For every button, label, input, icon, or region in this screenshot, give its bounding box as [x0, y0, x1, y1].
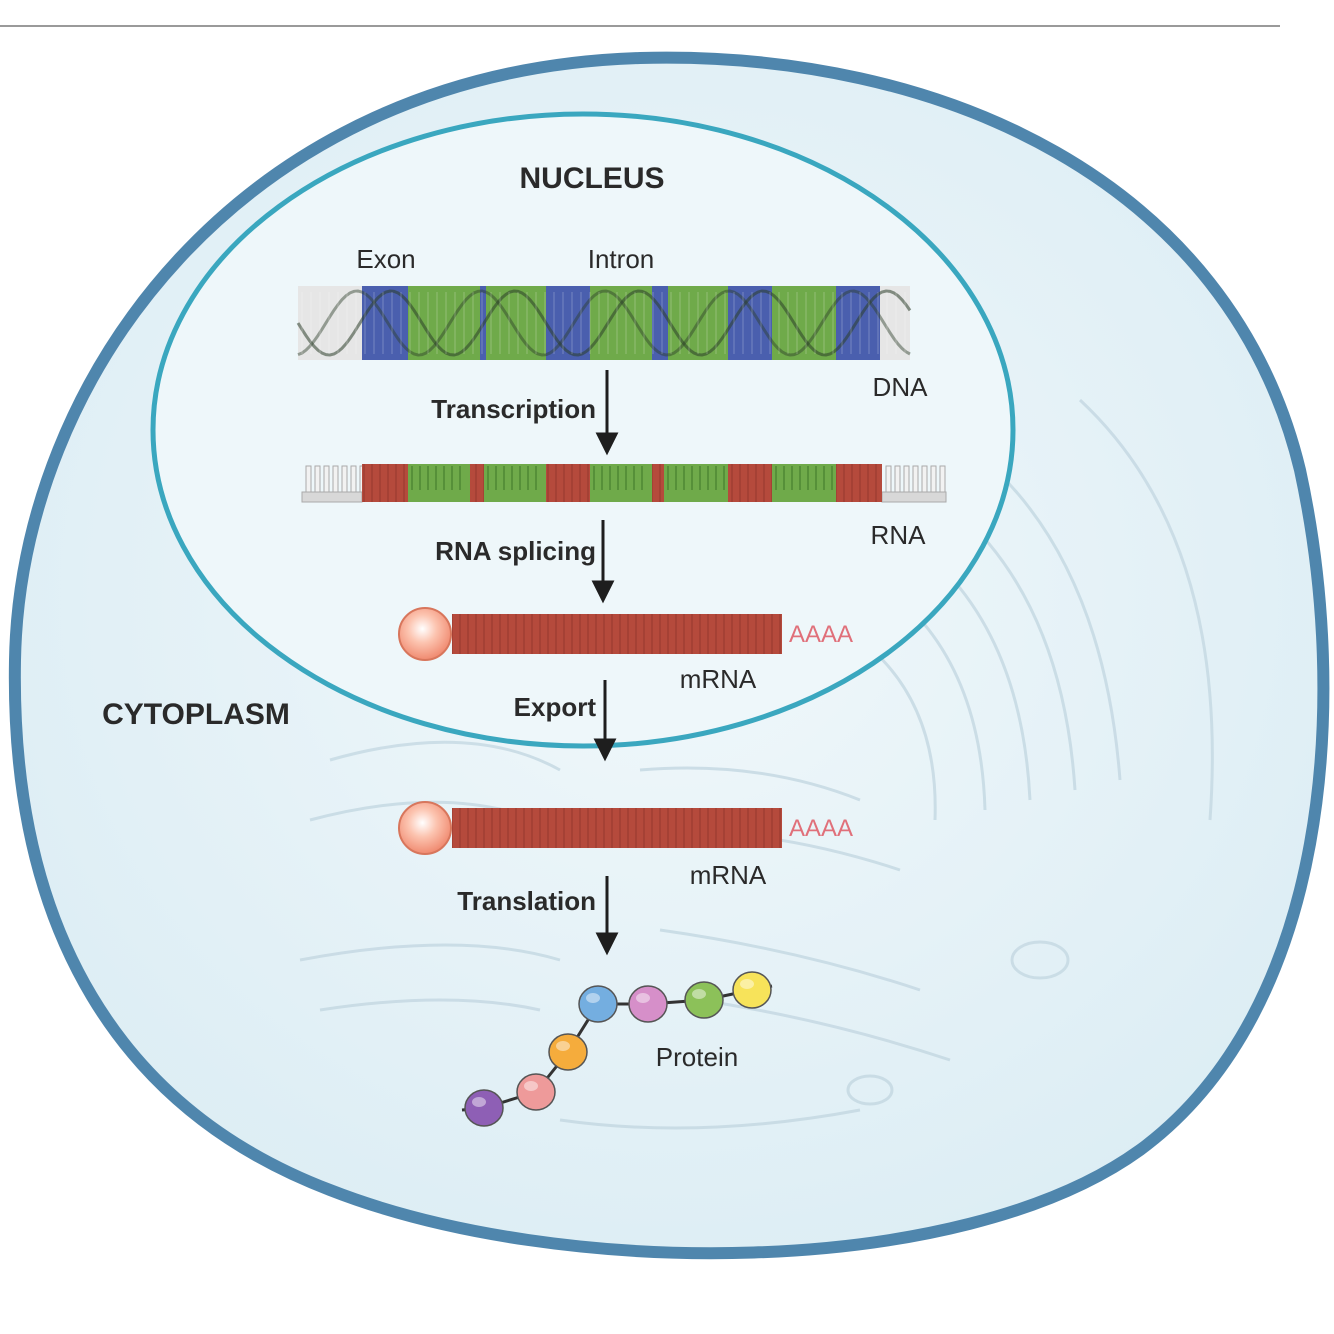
exon-segment: [362, 286, 408, 360]
amino-acid-bead: [628, 985, 668, 1023]
amino-acid-bead: [578, 985, 618, 1023]
dna-strand: [296, 286, 912, 360]
amino-acid-bead: [732, 971, 772, 1009]
translation-step-label: Translation: [457, 886, 596, 916]
rna-intron-segment: [664, 464, 728, 502]
intron-segment: [668, 286, 728, 360]
mrna-cytoplasm: [398, 801, 782, 855]
intron-label: Intron: [588, 244, 655, 274]
dna-helix-strand: [297, 289, 911, 357]
poly-a-tail: AAAA: [789, 815, 853, 842]
mrna-nucleus: [398, 607, 782, 661]
mrna-label: mRNA: [680, 664, 757, 694]
export-step-label: Export: [514, 692, 597, 722]
mrna-label: mRNA: [690, 860, 767, 890]
amino-acid-bead: [516, 1073, 556, 1111]
protein-label: Protein: [656, 1042, 738, 1072]
poly-a-tail: AAAA: [789, 621, 853, 648]
mrna-cap-icon: [398, 607, 452, 661]
rna-label: RNA: [871, 520, 927, 550]
dna-helix-strand: [296, 289, 912, 357]
organelle-outlines: [299, 398, 1214, 1130]
amino-acid-bead: [684, 981, 724, 1019]
nucleus-membrane: [150, 111, 1016, 749]
transcription-step-label: Transcription: [431, 394, 596, 424]
cytoplasm-label: CYTOPLASM: [102, 698, 290, 731]
intron-segment: [590, 286, 652, 360]
rna-splicing-step-label: RNA splicing: [435, 536, 596, 566]
nucleus-label: NUCLEUS: [519, 162, 664, 195]
protein-chain: [461, 971, 773, 1127]
exon-segment: [546, 286, 590, 360]
dna-label: DNA: [873, 372, 929, 402]
exon-label: Exon: [356, 244, 415, 274]
mrna-cap-icon: [398, 801, 452, 855]
intron-segment: [486, 286, 546, 360]
amino-acid-bead: [548, 1033, 588, 1071]
rna-intron-segment: [772, 464, 836, 502]
arrows: [591, 370, 619, 956]
pre-mrna-strand: [301, 464, 947, 503]
amino-acid-bead: [464, 1089, 504, 1127]
intron-segment: [772, 286, 836, 360]
